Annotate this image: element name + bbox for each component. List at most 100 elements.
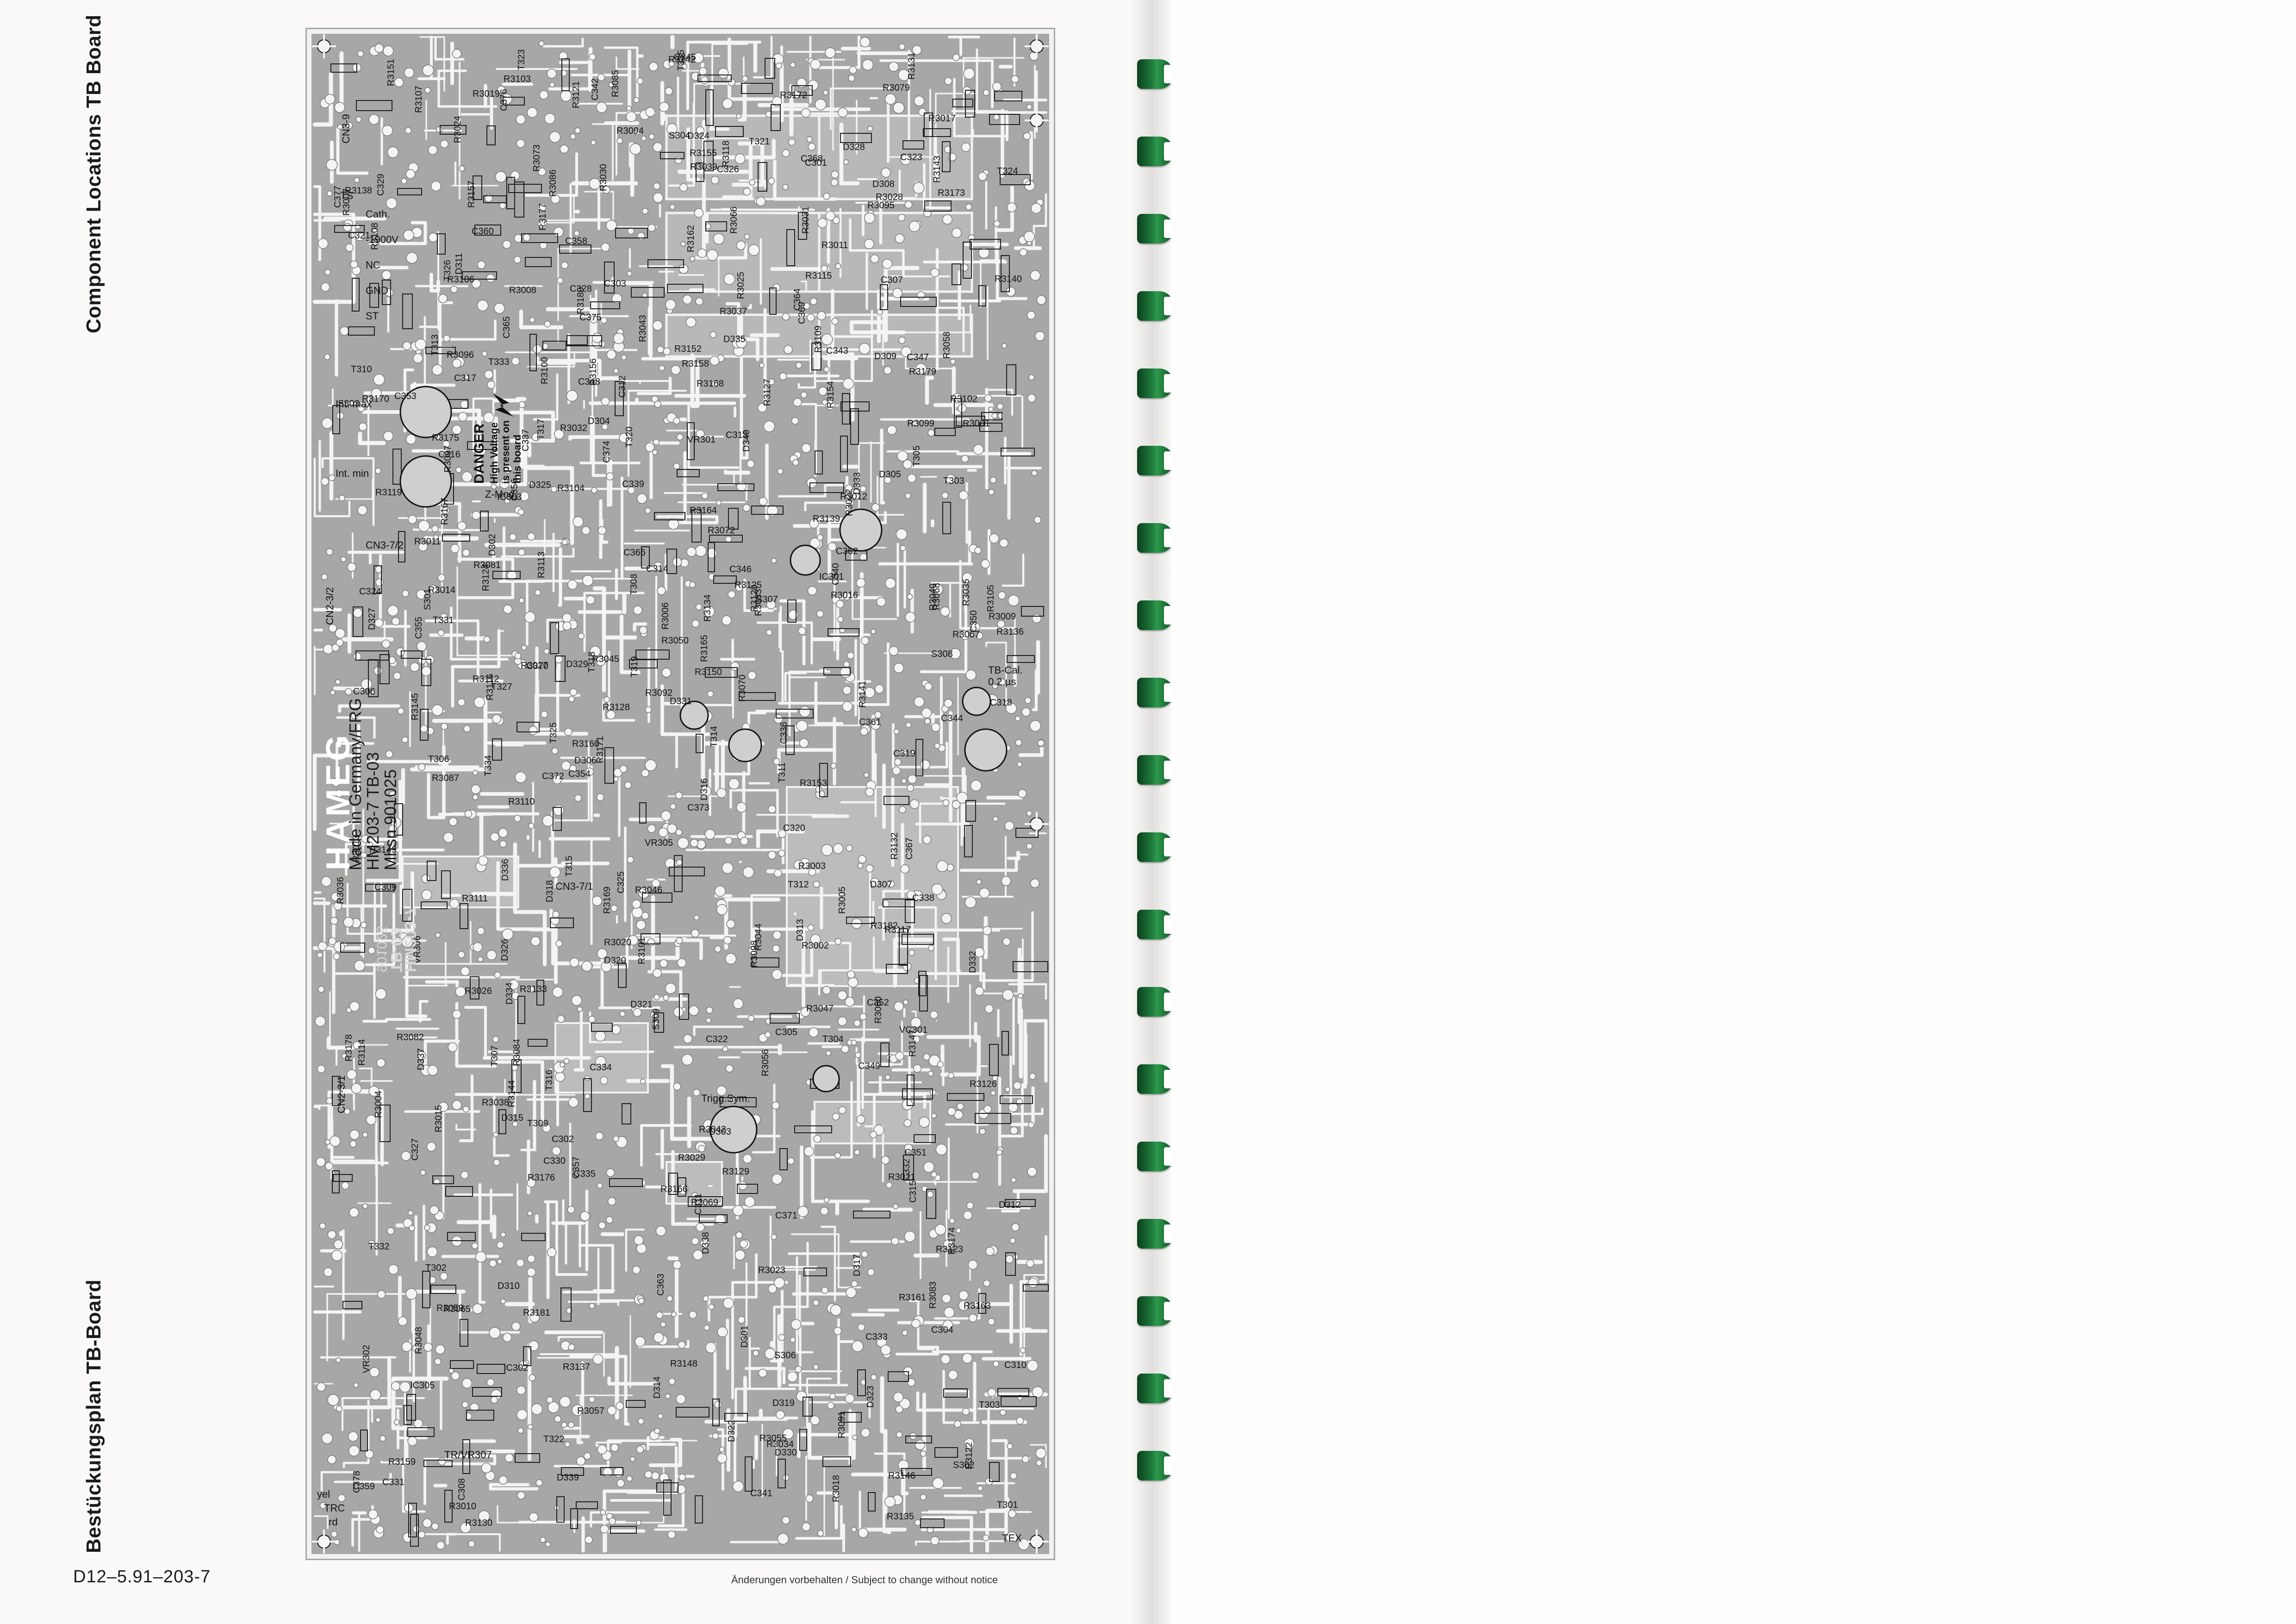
component-label: R3148 — [670, 1359, 697, 1369]
component-label: D331 — [670, 696, 692, 706]
component-label: D305 — [879, 469, 901, 480]
component-label: R3079 — [883, 83, 910, 93]
component-label: R3174 — [947, 1227, 957, 1255]
component-label: T324 — [997, 166, 1018, 176]
component-label: R3159 — [388, 1457, 416, 1467]
component-label: D332 — [968, 951, 978, 973]
component-label: R3176 — [528, 1173, 555, 1183]
component-label: R3003 — [798, 861, 826, 871]
component-label: T314 — [709, 726, 719, 747]
component-label: R3015 — [434, 1105, 444, 1132]
component-label: C301 — [805, 158, 827, 168]
mirrored-model: HM203-7 — [401, 907, 419, 972]
component-label: C378 — [352, 1471, 362, 1493]
component-label: R3116 — [485, 674, 495, 700]
component-label: D339 — [557, 1473, 579, 1483]
component-label: R3111 — [462, 893, 488, 904]
component-label: T303 — [979, 1400, 1000, 1410]
component-label: C350 — [969, 610, 979, 632]
component-label: R3056 — [760, 1049, 771, 1076]
component-label: C353 — [394, 391, 417, 401]
fiducial-mark — [312, 34, 336, 58]
connector-cn3-9: CN3-9 — [340, 114, 352, 144]
component-label: D304 — [588, 416, 610, 426]
component-label: R3030 — [598, 164, 609, 191]
component-label: R3142 — [668, 55, 696, 65]
tb-cal-label: TB-Cal. — [988, 664, 1023, 676]
spiral-binding — [1132, 51, 1182, 1579]
component-label: R3099 — [907, 418, 934, 429]
component-label: C376 — [499, 89, 509, 111]
made-in-label: Made in Germany/FRG — [346, 698, 365, 870]
component-label: R3005 — [837, 887, 847, 914]
component-label: R3144 — [507, 1080, 517, 1107]
component-label: R3067 — [952, 630, 980, 640]
danger-warning: DANGER High Voltage is present on this b… — [472, 394, 523, 484]
component-label: D318 — [545, 880, 555, 902]
component-label: T316 — [544, 1069, 554, 1091]
component-label: R3182 — [871, 921, 898, 931]
side-cath: Cath. — [366, 208, 390, 220]
component-label: R3131 — [907, 52, 917, 80]
component-label: R3091 — [837, 1411, 847, 1438]
component-label: R3032 — [560, 423, 587, 433]
danger-line-2: is present on — [500, 420, 511, 484]
title-bestueckungsplan: Bestückungsplan TB-Board — [82, 1279, 105, 1553]
component-label: C364 — [792, 288, 803, 311]
component-label: C316 — [438, 450, 460, 460]
component-label: R3065 — [443, 1304, 471, 1314]
component-label: R3115 — [805, 271, 832, 281]
component-label: R3181 — [523, 1308, 550, 1318]
component-label: R3155 — [690, 148, 717, 158]
component-label: R3070 — [737, 675, 747, 702]
component-label: R3050 — [661, 636, 689, 646]
component-label: D335 — [723, 334, 746, 344]
yel-label: yel — [317, 1488, 330, 1500]
component-label: R3060 — [873, 996, 884, 1024]
component-label: R3163 — [964, 1301, 991, 1311]
component-label: R3180 — [576, 287, 586, 314]
component-label: R3027 — [521, 661, 548, 671]
component-label: D336 — [500, 859, 510, 881]
component-label: R3101 — [637, 937, 647, 964]
component-label: T322 — [543, 1434, 565, 1444]
component-label: R3069 — [691, 1198, 718, 1208]
binding-ring — [1132, 1370, 1178, 1407]
component-label: R3154 — [826, 381, 836, 408]
component-label: T313 — [430, 334, 440, 356]
component-label: D313 — [795, 919, 805, 941]
component-label: D303 — [709, 1127, 731, 1137]
component-label: R3019 — [473, 89, 500, 99]
fiducial-mark — [312, 1530, 336, 1554]
component-label: C372 — [542, 771, 564, 781]
component-label: D316 — [699, 778, 709, 800]
component-label: C370 — [526, 661, 548, 671]
component-label: R3013 — [351, 835, 361, 862]
component-label: T301 — [997, 1500, 1018, 1510]
component-label: R3039 — [690, 162, 717, 172]
binding-ring — [1132, 674, 1178, 711]
component-label: C366 — [623, 548, 646, 558]
component-label: VR301 — [687, 435, 716, 445]
binding-ring — [1132, 751, 1178, 788]
component-label: R3045 — [592, 654, 619, 664]
component-label: C365 — [502, 316, 512, 338]
component-label: D325 — [529, 480, 551, 490]
component-label: C309 — [374, 882, 397, 893]
binding-ring — [1132, 1447, 1178, 1484]
component-label: C361 — [859, 717, 881, 727]
component-label: R3031 — [801, 206, 811, 234]
component-label: C351 — [904, 1148, 927, 1158]
component-label: R3135 — [887, 1512, 914, 1522]
component-label: C349 — [858, 1061, 880, 1071]
zmod-label: Z-Mod. — [485, 488, 517, 500]
component-label: C355 — [414, 617, 424, 639]
component-label: R3104 — [557, 483, 585, 493]
danger-line-3: this board — [511, 435, 523, 484]
component-label: S308 — [931, 649, 953, 659]
component-label: R3004 — [373, 1091, 384, 1118]
component-label: R3048 — [414, 1327, 424, 1354]
component-label: R3133 — [520, 984, 547, 994]
component-label: IC302 — [504, 1363, 528, 1373]
